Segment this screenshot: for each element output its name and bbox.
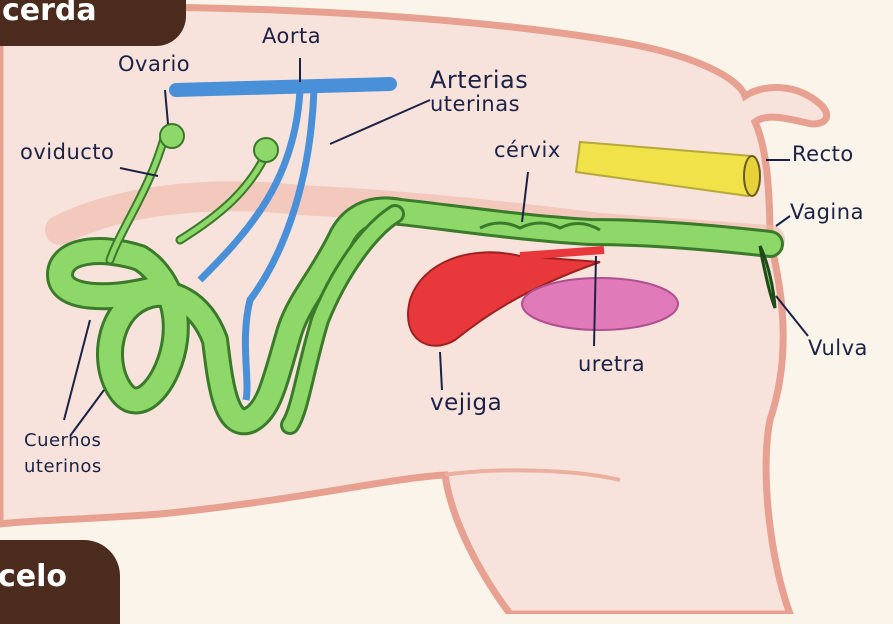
- label-ovario: Ovario: [118, 52, 190, 76]
- topic-badge-text: cerda: [2, 0, 97, 26]
- label-uretra: uretra: [578, 352, 645, 376]
- label-cervix: cérvix: [494, 138, 561, 162]
- label-recto: Recto: [792, 142, 854, 166]
- right-ovary: [254, 138, 278, 162]
- label-arterias: Arterias: [430, 66, 528, 94]
- label-vulva: Vulva: [808, 336, 868, 360]
- topic-badge: cerda: [0, 0, 186, 46]
- label-oviducto: oviducto: [20, 140, 114, 164]
- pink-organ: [522, 278, 678, 330]
- label-uterinos: uterinos: [24, 456, 102, 477]
- label-vagina: Vagina: [790, 200, 864, 224]
- section-badge-text: celo: [0, 562, 67, 592]
- aorta: [176, 84, 390, 90]
- label-vejiga: vejiga: [430, 390, 502, 416]
- label-uterinas: uterinas: [430, 92, 520, 116]
- left-ovary: [160, 124, 184, 148]
- rectum-end: [744, 156, 760, 196]
- label-cuernos: Cuernos: [24, 430, 101, 451]
- section-badge: celo: [0, 540, 120, 624]
- label-aorta: Aorta: [262, 24, 321, 48]
